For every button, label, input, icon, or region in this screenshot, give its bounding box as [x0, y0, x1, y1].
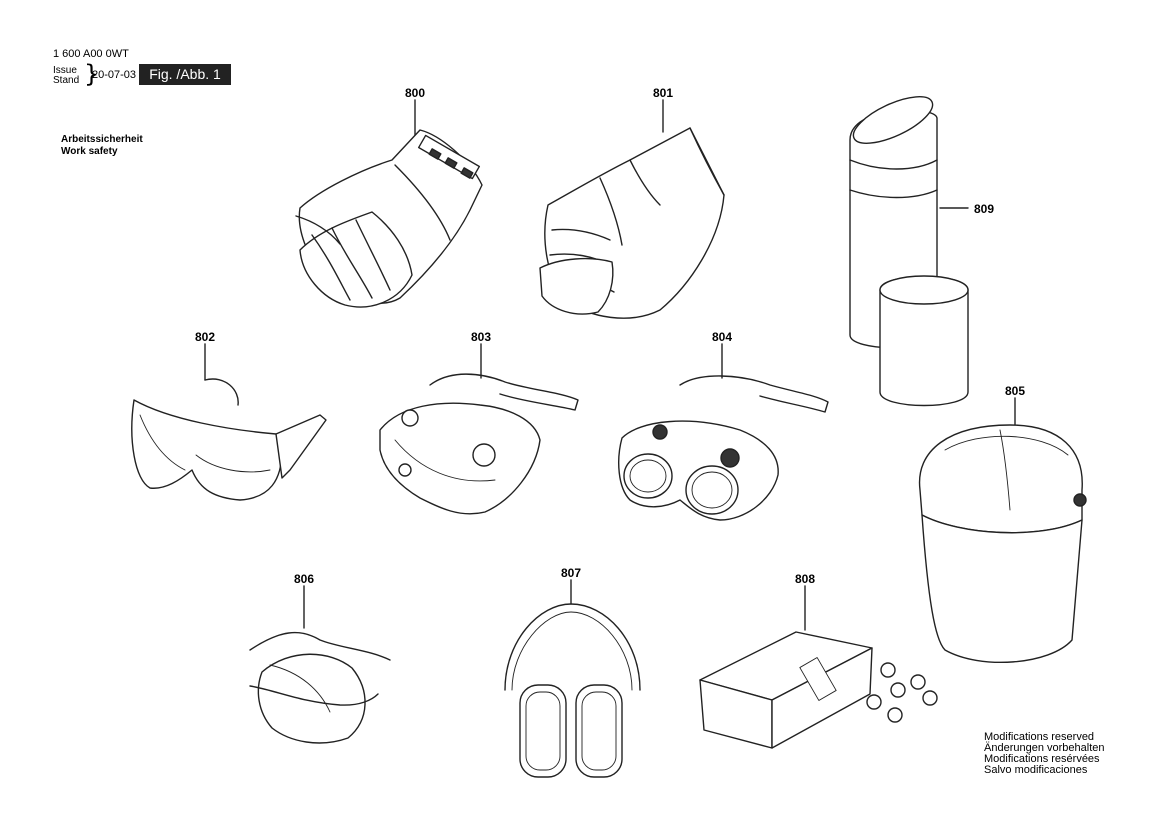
modifications-notice: Modifications reserved Änderungen vorbeh…	[984, 732, 1104, 776]
leader-lines	[204, 99, 1016, 631]
part-label-807: 807	[560, 566, 582, 580]
part-number: 1 600 A00 0WT	[53, 48, 129, 60]
container-drawing	[849, 96, 969, 407]
part-label-802: 802	[194, 330, 216, 344]
face-shield-drawing	[918, 424, 1087, 664]
modifications-es: Salvo modificaciones	[984, 764, 1088, 776]
section-title: Arbeitssicherheit Work safety	[61, 134, 143, 158]
part-label-800: 800	[404, 86, 426, 100]
part-label-804: 804	[711, 330, 733, 344]
section-title-de: Arbeitssicherheit	[61, 134, 143, 145]
gloves-strap-drawing	[295, 129, 483, 308]
section-title-en: Work safety	[61, 146, 118, 157]
part-label-808: 808	[794, 572, 816, 586]
issue-label: Issue	[53, 65, 77, 76]
modifications-de: Änderungen vorbehalten	[984, 742, 1105, 754]
stand-label: Stand	[53, 75, 80, 86]
part-label-809: 809	[973, 202, 995, 216]
safety-glasses-drawing	[131, 378, 327, 501]
gloves-cuff-drawing	[539, 127, 725, 319]
dust-mask-drawing	[249, 631, 391, 744]
part-label-803: 803	[470, 330, 492, 344]
modifications-en: Modifications reserved	[984, 731, 1095, 743]
part-label-801: 801	[652, 86, 674, 100]
welding-goggles-drawing	[618, 375, 829, 521]
modifications-fr: Modifications resérvées	[984, 753, 1100, 765]
vented-goggles-drawing	[379, 373, 579, 515]
part-label-806: 806	[293, 572, 315, 586]
figure-label: Fig. /Abb. 1	[139, 64, 231, 85]
issue-stand-label: Issue Stand	[53, 66, 79, 86]
issue-date: 20-07-03	[92, 69, 137, 81]
ear-muffs-drawing	[504, 603, 641, 778]
ear-plugs-drawing	[699, 631, 938, 749]
part-label-805: 805	[1004, 384, 1026, 398]
brace-glyph: }	[84, 60, 100, 88]
